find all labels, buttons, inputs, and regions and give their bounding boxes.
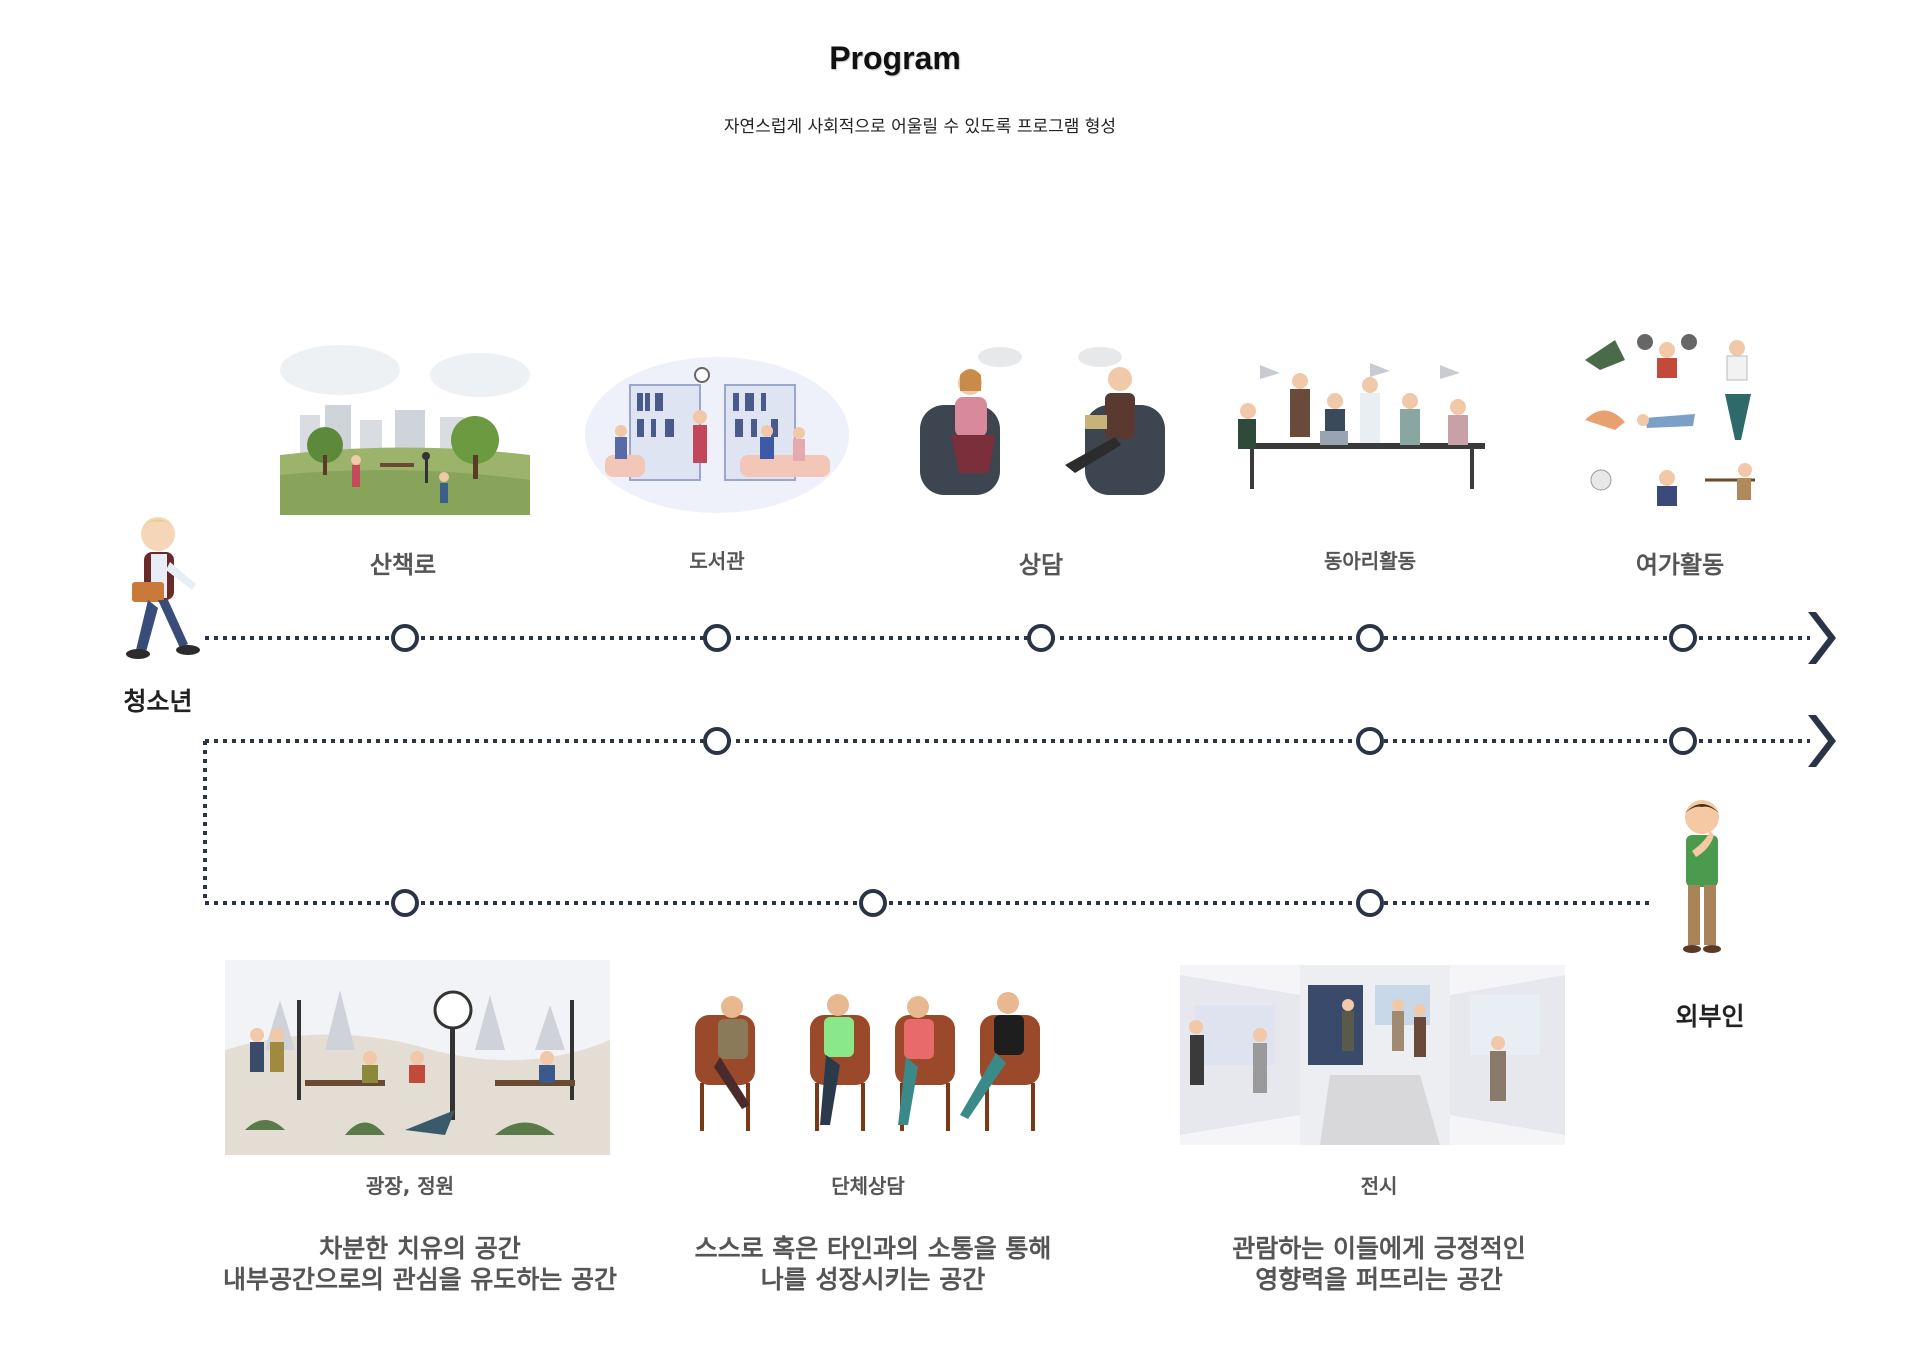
top-program-label-4: 동아리활동: [1324, 549, 1416, 573]
exhibition-illustration: [1180, 965, 1565, 1145]
top-program-label-1: 산책로: [369, 551, 437, 579]
node-top-1: [391, 624, 419, 652]
bottom-program-label-2: 단체상담: [831, 1174, 905, 1198]
node-top-5: [1669, 624, 1697, 652]
node-mid-1: [703, 727, 731, 755]
bottom-program-label-1: 광장, 정원: [365, 1174, 455, 1198]
bottom-program-desc-3-line1: 관람하는 이들에게 긍정적인: [1232, 1234, 1526, 1263]
top-arrow-icon: [1808, 612, 1836, 664]
bottom-program-desc-2-line2: 나를 성장시키는 공간: [760, 1265, 986, 1294]
node-mid-2: [1356, 727, 1384, 755]
plaza-garden-illustration: [225, 960, 610, 1155]
outsider-thinking-icon: [1683, 800, 1721, 953]
page-subtitle: 자연스럽게 사회적으로 어울릴 수 있도록 프로그램 형성: [723, 117, 1117, 137]
bottom-program-desc-1-line2: 내부공간으로의 관심을 유도하는 공간: [222, 1265, 618, 1294]
top-program-label-3: 상담: [1018, 551, 1064, 579]
page-title: Program: [829, 40, 961, 76]
bottom-program-desc-2: 스스로 혹은 타인과의 소통을 통해 나를 성장시키는 공간: [643, 1233, 1103, 1295]
park-walkway-illustration: [280, 345, 530, 520]
bottom-program-label-3: 전시: [1360, 1174, 1398, 1198]
bottom-program-desc-3: 관람하는 이들에게 긍정적인 영향력을 퍼뜨리는 공간: [1149, 1233, 1609, 1295]
counseling-illustration: [920, 347, 1165, 495]
top-program-label-5: 여가활동: [1635, 551, 1725, 579]
club-activity-illustration: [1238, 363, 1485, 489]
leisure-activity-illustration: [1585, 334, 1755, 506]
bottom-program-desc-1-line1: 차분한 치유의 공간: [319, 1234, 521, 1263]
bottom-program-desc-3-line2: 영향력을 퍼뜨리는 공간: [1255, 1265, 1503, 1294]
node-mid-3: [1669, 727, 1697, 755]
library-illustration: [585, 357, 849, 513]
bottom-program-desc-1: 차분한 치유의 공간 내부공간으로의 관심을 유도하는 공간: [190, 1233, 650, 1295]
node-top-2: [703, 624, 731, 652]
middle-arrow-icon: [1808, 715, 1836, 767]
bottom-program-desc-2-line1: 스스로 혹은 타인과의 소통을 통해: [694, 1234, 1052, 1263]
node-bottom-3: [1356, 889, 1384, 917]
outsider-label: 외부인: [1675, 1002, 1745, 1031]
group-counseling-illustration: [695, 992, 1040, 1131]
node-bottom-2: [859, 889, 887, 917]
top-program-label-2: 도서관: [689, 549, 745, 573]
youth-walking-icon: [126, 517, 200, 659]
node-bottom-1: [391, 889, 419, 917]
node-top-4: [1356, 624, 1384, 652]
node-top-3: [1027, 624, 1055, 652]
youth-label: 청소년: [123, 687, 193, 716]
